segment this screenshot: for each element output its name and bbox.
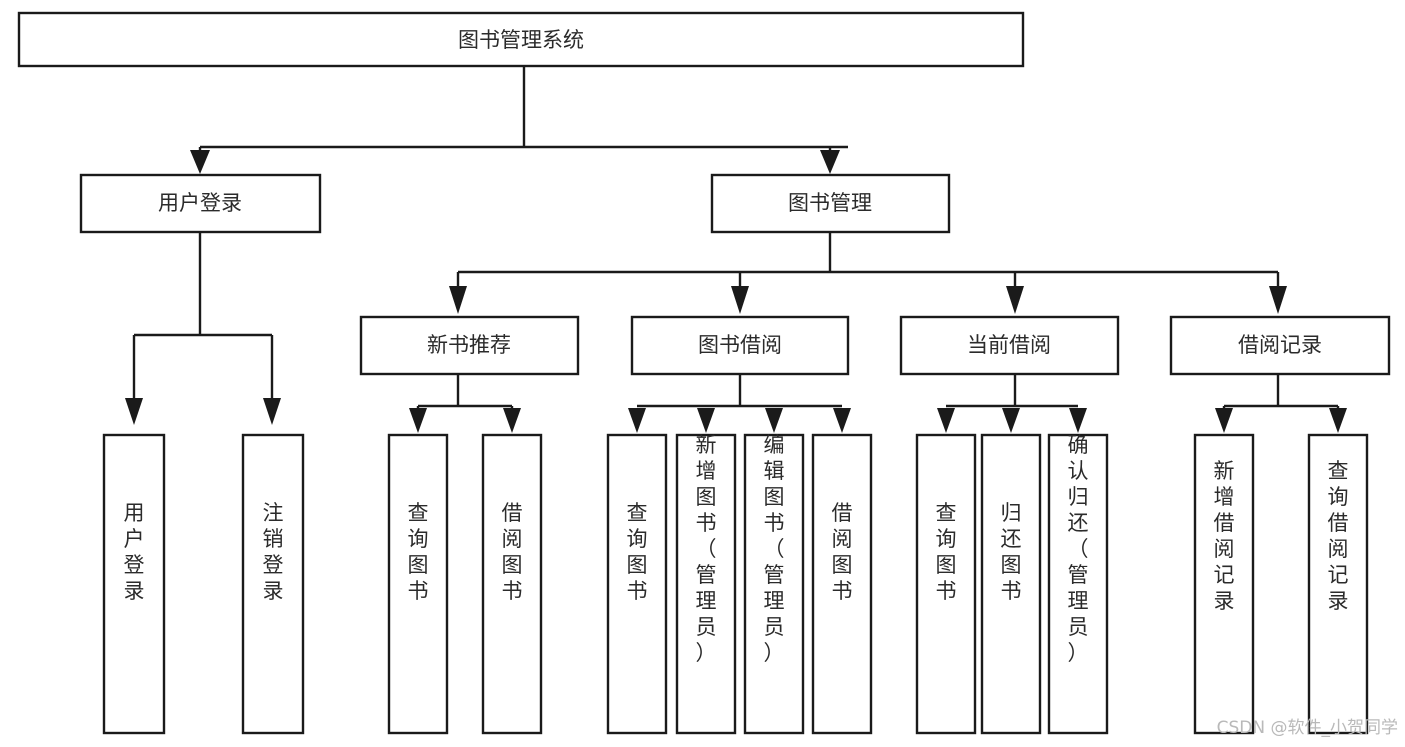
- arrow-icon: [697, 408, 715, 433]
- node-label: 图书借阅: [698, 333, 782, 357]
- node-user-login[interactable]: 用户登录: [79, 173, 322, 234]
- connector-book-borrow-to-leaves: [628, 374, 851, 433]
- connector-current-borrow-to-leaves: [937, 374, 1087, 433]
- node-label: 注销登录: [263, 501, 284, 603]
- arrow-icon: [409, 408, 427, 433]
- node-leaf-query-book-2[interactable]: 查询图书: [606, 433, 668, 735]
- node-box[interactable]: [387, 433, 449, 735]
- node-label: 用户登录: [124, 501, 145, 603]
- node-label: 查询图书: [408, 501, 429, 603]
- node-leaf-logout[interactable]: 注销登录: [241, 433, 305, 735]
- node-leaf-borrow-book-1[interactable]: 借阅图书: [481, 433, 543, 735]
- arrow-icon: [1069, 408, 1087, 433]
- node-label: 新增图书（管理员）: [696, 433, 717, 665]
- node-box[interactable]: [241, 433, 305, 735]
- node-box[interactable]: [630, 315, 850, 376]
- arrow-icon: [937, 408, 955, 433]
- node-current-borrow[interactable]: 当前借阅: [899, 315, 1120, 376]
- arrow-icon: [1215, 408, 1233, 433]
- node-leaf-edit-book[interactable]: 编辑图书（管理员）: [743, 433, 805, 735]
- connector-user-login-to-leaves: [125, 232, 281, 425]
- node-label: 图书管理系统: [458, 28, 584, 52]
- node-label: 编辑图书（管理员）: [764, 433, 785, 665]
- arrow-icon: [628, 408, 646, 433]
- node-box[interactable]: [359, 315, 580, 376]
- node-box[interactable]: [17, 11, 1025, 68]
- node-new-book-recommend[interactable]: 新书推荐: [359, 315, 580, 376]
- node-box[interactable]: [675, 433, 737, 735]
- connector-book-management-to-level3: [449, 232, 1287, 314]
- node-leaf-add-book[interactable]: 新增图书（管理员）: [675, 433, 737, 735]
- arrow-icon: [1269, 286, 1287, 314]
- node-leaf-query-book-1[interactable]: 查询图书: [387, 433, 449, 735]
- arrow-icon: [263, 398, 281, 425]
- arrow-icon: [190, 150, 210, 174]
- node-borrow-record[interactable]: 借阅记录: [1169, 315, 1391, 376]
- node-label: 当前借阅: [967, 333, 1051, 357]
- node-box[interactable]: [79, 173, 322, 234]
- arrow-icon: [1002, 408, 1020, 433]
- node-box[interactable]: [606, 433, 668, 735]
- arrow-icon: [731, 286, 749, 314]
- arrow-icon: [765, 408, 783, 433]
- arrow-icon: [503, 408, 521, 433]
- node-label: 借阅记录: [1238, 333, 1322, 357]
- node-box[interactable]: [1307, 433, 1369, 735]
- node-label: 图书管理: [788, 191, 872, 215]
- node-box[interactable]: [811, 433, 873, 735]
- node-box[interactable]: [1193, 433, 1255, 735]
- node-root[interactable]: 图书管理系统: [17, 11, 1025, 68]
- node-box[interactable]: [102, 433, 166, 735]
- node-label: 查询图书: [627, 501, 648, 603]
- node-leaf-query-book-3[interactable]: 查询图书: [915, 433, 977, 735]
- node-leaf-borrow-book-2[interactable]: 借阅图书: [811, 433, 873, 735]
- node-label: 借阅图书: [832, 501, 853, 603]
- node-label: 查询图书: [936, 501, 957, 603]
- arrow-icon: [1329, 408, 1347, 433]
- node-box[interactable]: [481, 433, 543, 735]
- node-label: 新书推荐: [427, 333, 511, 357]
- node-leaf-return-book[interactable]: 归还图书: [980, 433, 1042, 735]
- node-label: 归还图书: [1001, 501, 1022, 603]
- arrow-icon: [1006, 286, 1024, 314]
- node-book-management[interactable]: 图书管理: [710, 173, 951, 234]
- node-leaf-user-login[interactable]: 用户登录: [102, 433, 166, 735]
- node-leaf-query-record[interactable]: 查询借阅记录: [1307, 433, 1369, 735]
- node-box[interactable]: [743, 433, 805, 735]
- arrow-icon: [833, 408, 851, 433]
- node-leaf-confirm-return[interactable]: 确认归还（管理员）: [1047, 433, 1109, 735]
- connector-new-book-recommend-to-leaves: [409, 374, 521, 433]
- node-box[interactable]: [899, 315, 1120, 376]
- connector-borrow-record-to-leaves: [1215, 374, 1347, 433]
- node-box[interactable]: [710, 173, 951, 234]
- node-label: 确认归还（管理员）: [1068, 433, 1089, 665]
- connector-root-to-level2: [190, 67, 848, 174]
- node-book-borrow[interactable]: 图书借阅: [630, 315, 850, 376]
- node-leaf-add-record[interactable]: 新增借阅记录: [1193, 433, 1255, 735]
- node-box[interactable]: [1047, 433, 1109, 735]
- arrow-icon: [449, 286, 467, 314]
- watermark-text: CSDN @软件_小贺同学: [1217, 718, 1398, 738]
- arrow-icon: [820, 150, 840, 174]
- node-label: 查询借阅记录: [1328, 459, 1349, 613]
- node-label: 新增借阅记录: [1214, 459, 1235, 613]
- node-box[interactable]: [1169, 315, 1391, 376]
- arrow-icon: [125, 398, 143, 425]
- node-label: 用户登录: [158, 191, 242, 215]
- node-box[interactable]: [980, 433, 1042, 735]
- node-box[interactable]: [915, 433, 977, 735]
- node-label: 借阅图书: [502, 501, 523, 603]
